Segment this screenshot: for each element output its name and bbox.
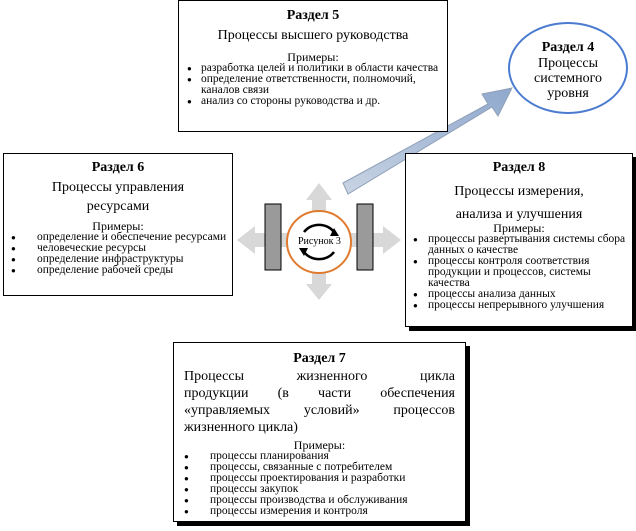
- section-7-box: Раздел 7 Процессы жизненного цикла проду…: [173, 342, 466, 522]
- list-item: процессы производства и обслуживания: [174, 494, 465, 506]
- section-5-examples-label: Примеры:: [287, 50, 339, 64]
- arrow-to-section-4: [342, 87, 513, 195]
- section-8-examples-label: Примеры:: [493, 221, 545, 235]
- section-7-subtitle-line: продукции (в части обеспечения: [184, 386, 455, 401]
- arrow-up: [306, 183, 332, 212]
- list-item: процессы контроля соответствия продукции…: [406, 255, 632, 289]
- center-ring: [286, 210, 352, 274]
- list-item: определение инфраструктуры: [4, 253, 232, 265]
- section-4-subtitle-line: Процессы: [538, 56, 598, 71]
- section-4-ellipse: Раздел 4 Процессы системного уровня: [508, 22, 628, 114]
- center-label: Рисунок 3: [298, 236, 341, 247]
- section-7-title: Раздел 7: [293, 351, 346, 366]
- section-6-box: Раздел 6 Процессы управления ресурсами П…: [3, 153, 233, 296]
- section-4-subtitle-line: системного: [534, 71, 602, 86]
- section-5-title: Раздел 5: [286, 8, 340, 23]
- list-item: определение ответственности, полномочий,…: [179, 73, 447, 96]
- section-8-subtitle-line: анализа и улучшения: [455, 207, 583, 222]
- section-8-title: Раздел 8: [492, 160, 546, 175]
- list-item: процессы анализа данных: [406, 288, 632, 300]
- right-bar: [356, 203, 374, 271]
- section-7-subtitle-line: «управляемых условий» процессов: [184, 403, 455, 418]
- list-item: процессы, связанные с потребителем: [174, 461, 465, 473]
- cycle-arrow-top: [302, 223, 336, 233]
- section-6-subtitle-line: ресурсами: [86, 199, 150, 214]
- cycle-arrowhead-bottom: [299, 248, 308, 256]
- section-8-list: процессы развертывания системы сбора дан…: [406, 233, 632, 311]
- list-item: процессы развертывания системы сбора дан…: [406, 233, 632, 256]
- section-6-title: Раздел 6: [91, 160, 145, 175]
- list-item: человеческие ресурсы: [4, 242, 232, 254]
- section-8-subtitle-line: Процессы измерения,: [454, 184, 584, 199]
- section-4-title: Раздел 4: [541, 40, 595, 55]
- list-item: процессы непрерывного улучшения: [406, 299, 632, 311]
- section-7-list: процессы планирования процессы, связанны…: [174, 450, 465, 517]
- list-item: анализ со стороны руководства и др.: [179, 95, 447, 107]
- list-item: процессы проектирования и разработки: [174, 472, 465, 484]
- cycle-arrow-bottom: [302, 251, 336, 261]
- arrow-down: [306, 272, 332, 300]
- section-6-examples-label: Примеры:: [92, 219, 144, 233]
- section-4-subtitle-line: уровня: [547, 86, 589, 101]
- section-8-box: Раздел 8 Процессы измерения, анализа и у…: [405, 153, 633, 327]
- section-7-subtitle-line: жизненного цикла): [184, 420, 298, 435]
- left-bar: [264, 203, 282, 271]
- section-6-subtitle-line: Процессы управления: [51, 180, 185, 195]
- section-5-subtitle: Процессы высшего руководства: [217, 28, 409, 43]
- list-item: процессы закупок: [174, 483, 465, 495]
- list-item: разработка целей и политики в области ка…: [179, 62, 447, 74]
- list-item: определение и обеспечение ресурсами: [4, 231, 232, 243]
- list-item: процессы планирования: [174, 450, 465, 462]
- section-7-subtitle-line: Процессы жизненного цикла: [184, 369, 455, 384]
- cycle-arrowhead-top: [330, 228, 339, 236]
- section-6-list: определение и обеспечение ресурсами чело…: [4, 231, 232, 276]
- list-item: определение рабочей среды: [4, 264, 232, 276]
- section-7-examples-label: Примеры:: [293, 438, 346, 452]
- section-5-list: разработка целей и политики в области ка…: [179, 62, 447, 107]
- section-5-box: Раздел 5 Процессы высшего руководства Пр…: [178, 0, 448, 132]
- list-item: процессы измерения и контроля: [174, 505, 465, 517]
